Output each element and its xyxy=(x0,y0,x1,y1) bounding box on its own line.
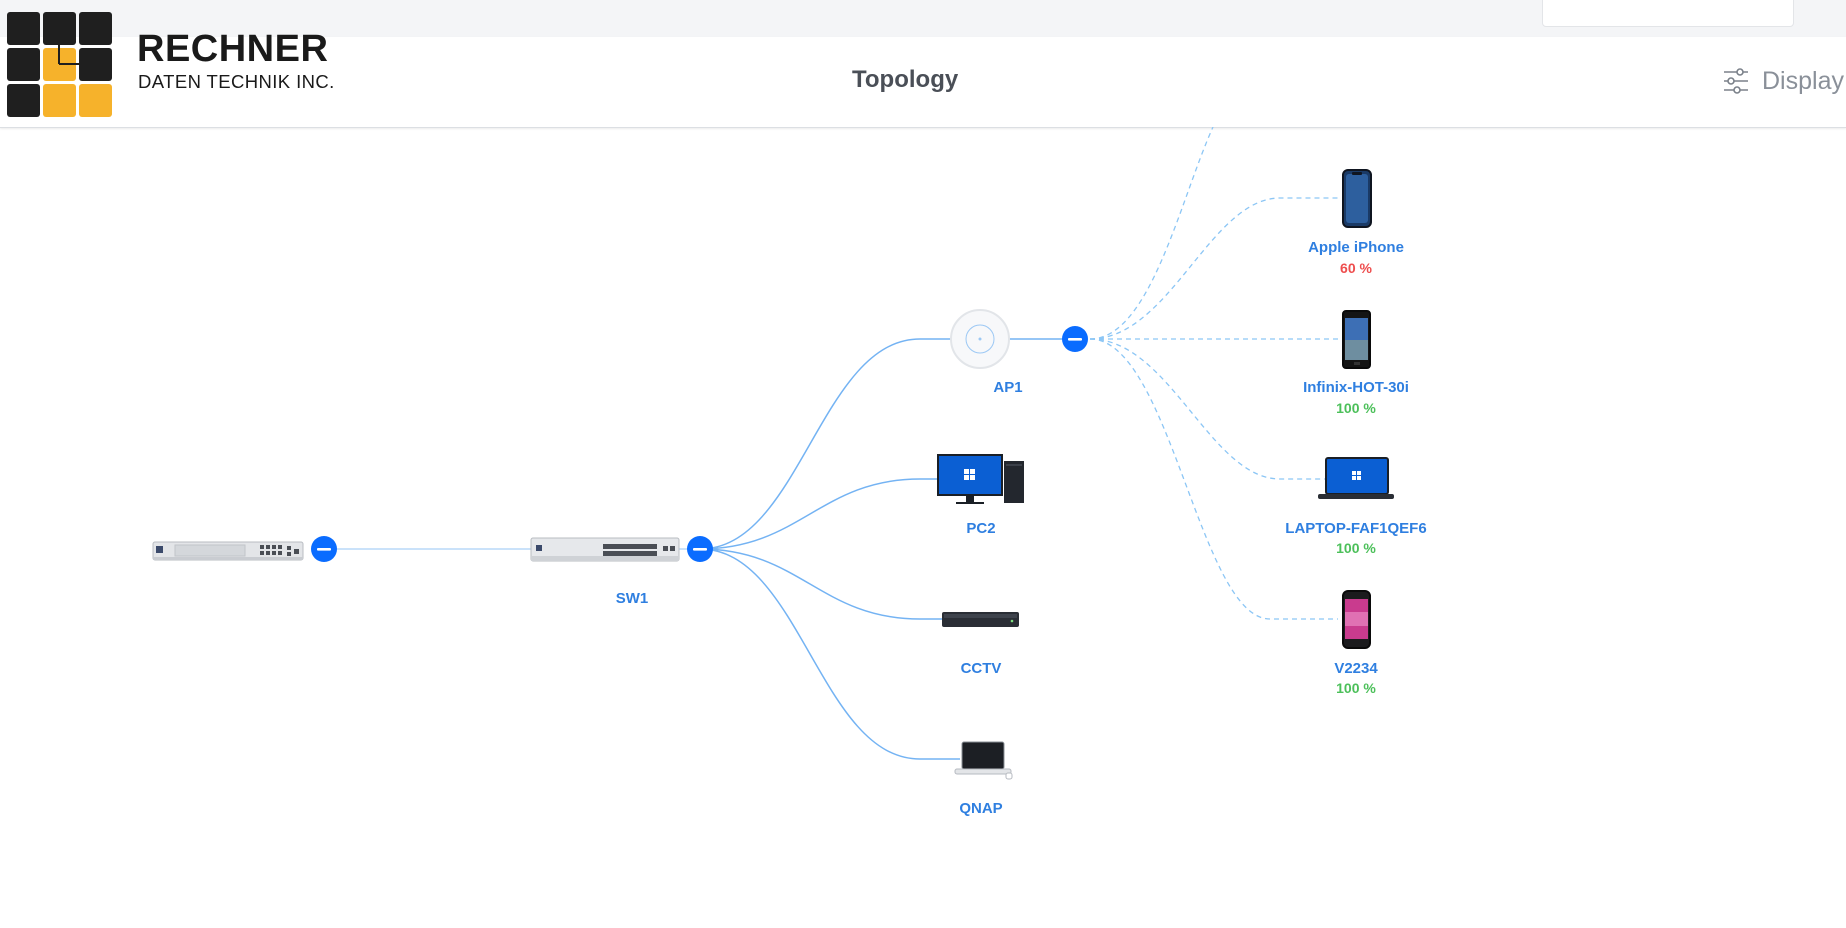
client-signal: 60 % xyxy=(1340,260,1372,276)
brand-subtitle: DATEN TECHNIK INC. xyxy=(138,71,335,92)
wireless-links xyxy=(1089,127,1338,620)
link-ap1-offscreen xyxy=(1089,127,1214,340)
desktop-pc-icon[interactable] xyxy=(937,454,1024,504)
client-signal: 100 % xyxy=(1336,680,1376,696)
topology-canvas xyxy=(152,127,1394,780)
link-sw1-ap1 xyxy=(699,338,1075,550)
link-sw1-pc2 xyxy=(699,478,940,550)
laptop-icon[interactable] xyxy=(1318,457,1394,499)
link-ap1-laptop xyxy=(1089,338,1325,480)
brand-name: RECHNER xyxy=(137,28,329,70)
client-label-infinix[interactable]: Infinix-HOT-30i xyxy=(1303,379,1409,396)
link-ap1-iphone xyxy=(1089,197,1338,340)
link-sw1-cctv xyxy=(699,548,945,620)
gateway-device-icon[interactable] xyxy=(152,541,304,561)
link-sw1-qnap xyxy=(699,548,960,760)
collapse-gateway-button[interactable] xyxy=(311,536,337,562)
client-signal: 100 % xyxy=(1336,400,1376,416)
display-button[interactable]: Display xyxy=(1722,64,1844,98)
smartphone-icon[interactable] xyxy=(1342,590,1371,649)
switch-device-icon[interactable] xyxy=(530,537,680,562)
node-label-cctv[interactable]: CCTV xyxy=(960,660,1002,677)
page-title: Topology xyxy=(852,66,959,93)
client-label-laptop[interactable]: LAPTOP-FAF1QEF6 xyxy=(1285,520,1427,537)
access-point-icon[interactable] xyxy=(950,309,1010,369)
node-label-pc2[interactable]: PC2 xyxy=(966,520,996,537)
smartphone-icon[interactable] xyxy=(1342,169,1372,228)
link-ap1-v2234 xyxy=(1089,338,1338,620)
company-logo xyxy=(7,12,112,117)
top-right-control[interactable] xyxy=(1542,0,1794,27)
sliders-icon xyxy=(1724,68,1748,94)
header-bar xyxy=(0,37,1846,128)
smartphone-icon[interactable] xyxy=(1342,310,1371,369)
node-label-qnap[interactable]: QNAP xyxy=(959,800,1003,817)
top-strip xyxy=(0,0,1846,37)
client-label-v2234[interactable]: V2234 xyxy=(1334,660,1378,677)
collapse-sw1-button[interactable] xyxy=(687,536,713,562)
client-signal: 100 % xyxy=(1336,540,1376,556)
laptop-icon[interactable] xyxy=(954,741,1013,780)
client-label-apple-iphone[interactable]: Apple iPhone xyxy=(1308,239,1404,256)
display-label: Display xyxy=(1762,66,1844,95)
node-label-ap1[interactable]: AP1 xyxy=(993,379,1023,396)
collapse-ap1-button[interactable] xyxy=(1062,326,1088,352)
nvr-icon[interactable] xyxy=(942,612,1019,627)
node-label-sw1[interactable]: SW1 xyxy=(615,590,649,607)
